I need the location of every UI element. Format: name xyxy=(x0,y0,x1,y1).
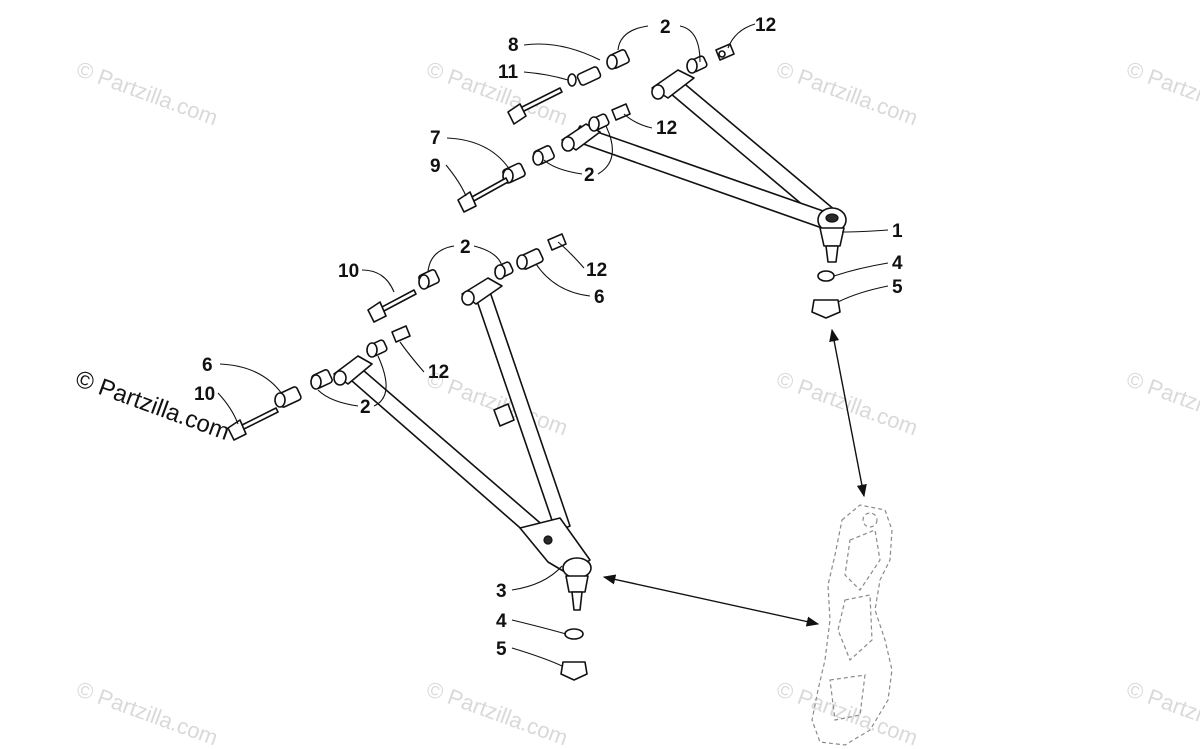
assembly-arrow-lower xyxy=(602,574,820,627)
watermark-tile: © Partzilla.com xyxy=(773,56,921,130)
upper-hardware-rear xyxy=(507,43,735,125)
callout-2: 2 xyxy=(584,165,595,186)
callout-7: 7 xyxy=(430,128,441,149)
callout-12: 12 xyxy=(656,118,677,139)
callout-2: 2 xyxy=(360,397,371,418)
leader-lines xyxy=(217,23,889,667)
watermark-tile: © Partzilla.com xyxy=(773,676,921,749)
lower-hardware-front xyxy=(227,325,411,441)
callout-5: 5 xyxy=(892,277,903,298)
callout-labels: 8 11 2 12 12 7 9 2 1 4 5 2 10 12 6 12 6 … xyxy=(194,15,903,660)
watermark-tile: © Partzilla.com xyxy=(1123,56,1200,130)
callout-5: 5 xyxy=(496,639,507,660)
watermark-tile: © Partzilla.com xyxy=(1123,676,1200,749)
callout-11: 11 xyxy=(498,62,519,83)
callout-12: 12 xyxy=(586,260,607,281)
lower-a-arm xyxy=(333,277,592,611)
callout-8: 8 xyxy=(508,35,519,56)
callout-6: 6 xyxy=(202,355,213,376)
nut-lower xyxy=(560,661,588,681)
watermark-tile: © Partzilla.com xyxy=(1123,366,1200,440)
assembly-arrow-upper xyxy=(829,328,867,498)
upper-a-arm xyxy=(561,69,847,263)
callout-1: 1 xyxy=(892,221,903,242)
callout-2: 2 xyxy=(660,17,671,38)
callout-10: 10 xyxy=(194,384,215,405)
watermark-tile: © Partzilla.com xyxy=(773,366,921,440)
callout-4: 4 xyxy=(496,611,507,632)
callout-12: 12 xyxy=(755,15,776,36)
nut-upper xyxy=(811,299,841,319)
callout-2: 2 xyxy=(460,237,471,258)
watermark-tile: © Partzilla.com xyxy=(73,676,221,749)
callout-4: 4 xyxy=(892,253,903,274)
callout-3: 3 xyxy=(496,581,507,602)
watermark-tile: © Partzilla.com xyxy=(73,56,221,130)
callout-12: 12 xyxy=(428,362,449,383)
lower-hardware-rear xyxy=(367,233,567,323)
upper-hardware-front xyxy=(457,103,631,213)
callout-9: 9 xyxy=(430,156,441,177)
watermark-main: © Partzilla.com xyxy=(72,365,233,446)
spindle-ghost xyxy=(811,504,893,746)
washer-lower xyxy=(564,628,584,640)
callout-6: 6 xyxy=(594,287,605,308)
washer-upper xyxy=(817,270,835,282)
callout-10: 10 xyxy=(338,261,359,282)
watermark-tile: © Partzilla.com xyxy=(423,676,571,749)
